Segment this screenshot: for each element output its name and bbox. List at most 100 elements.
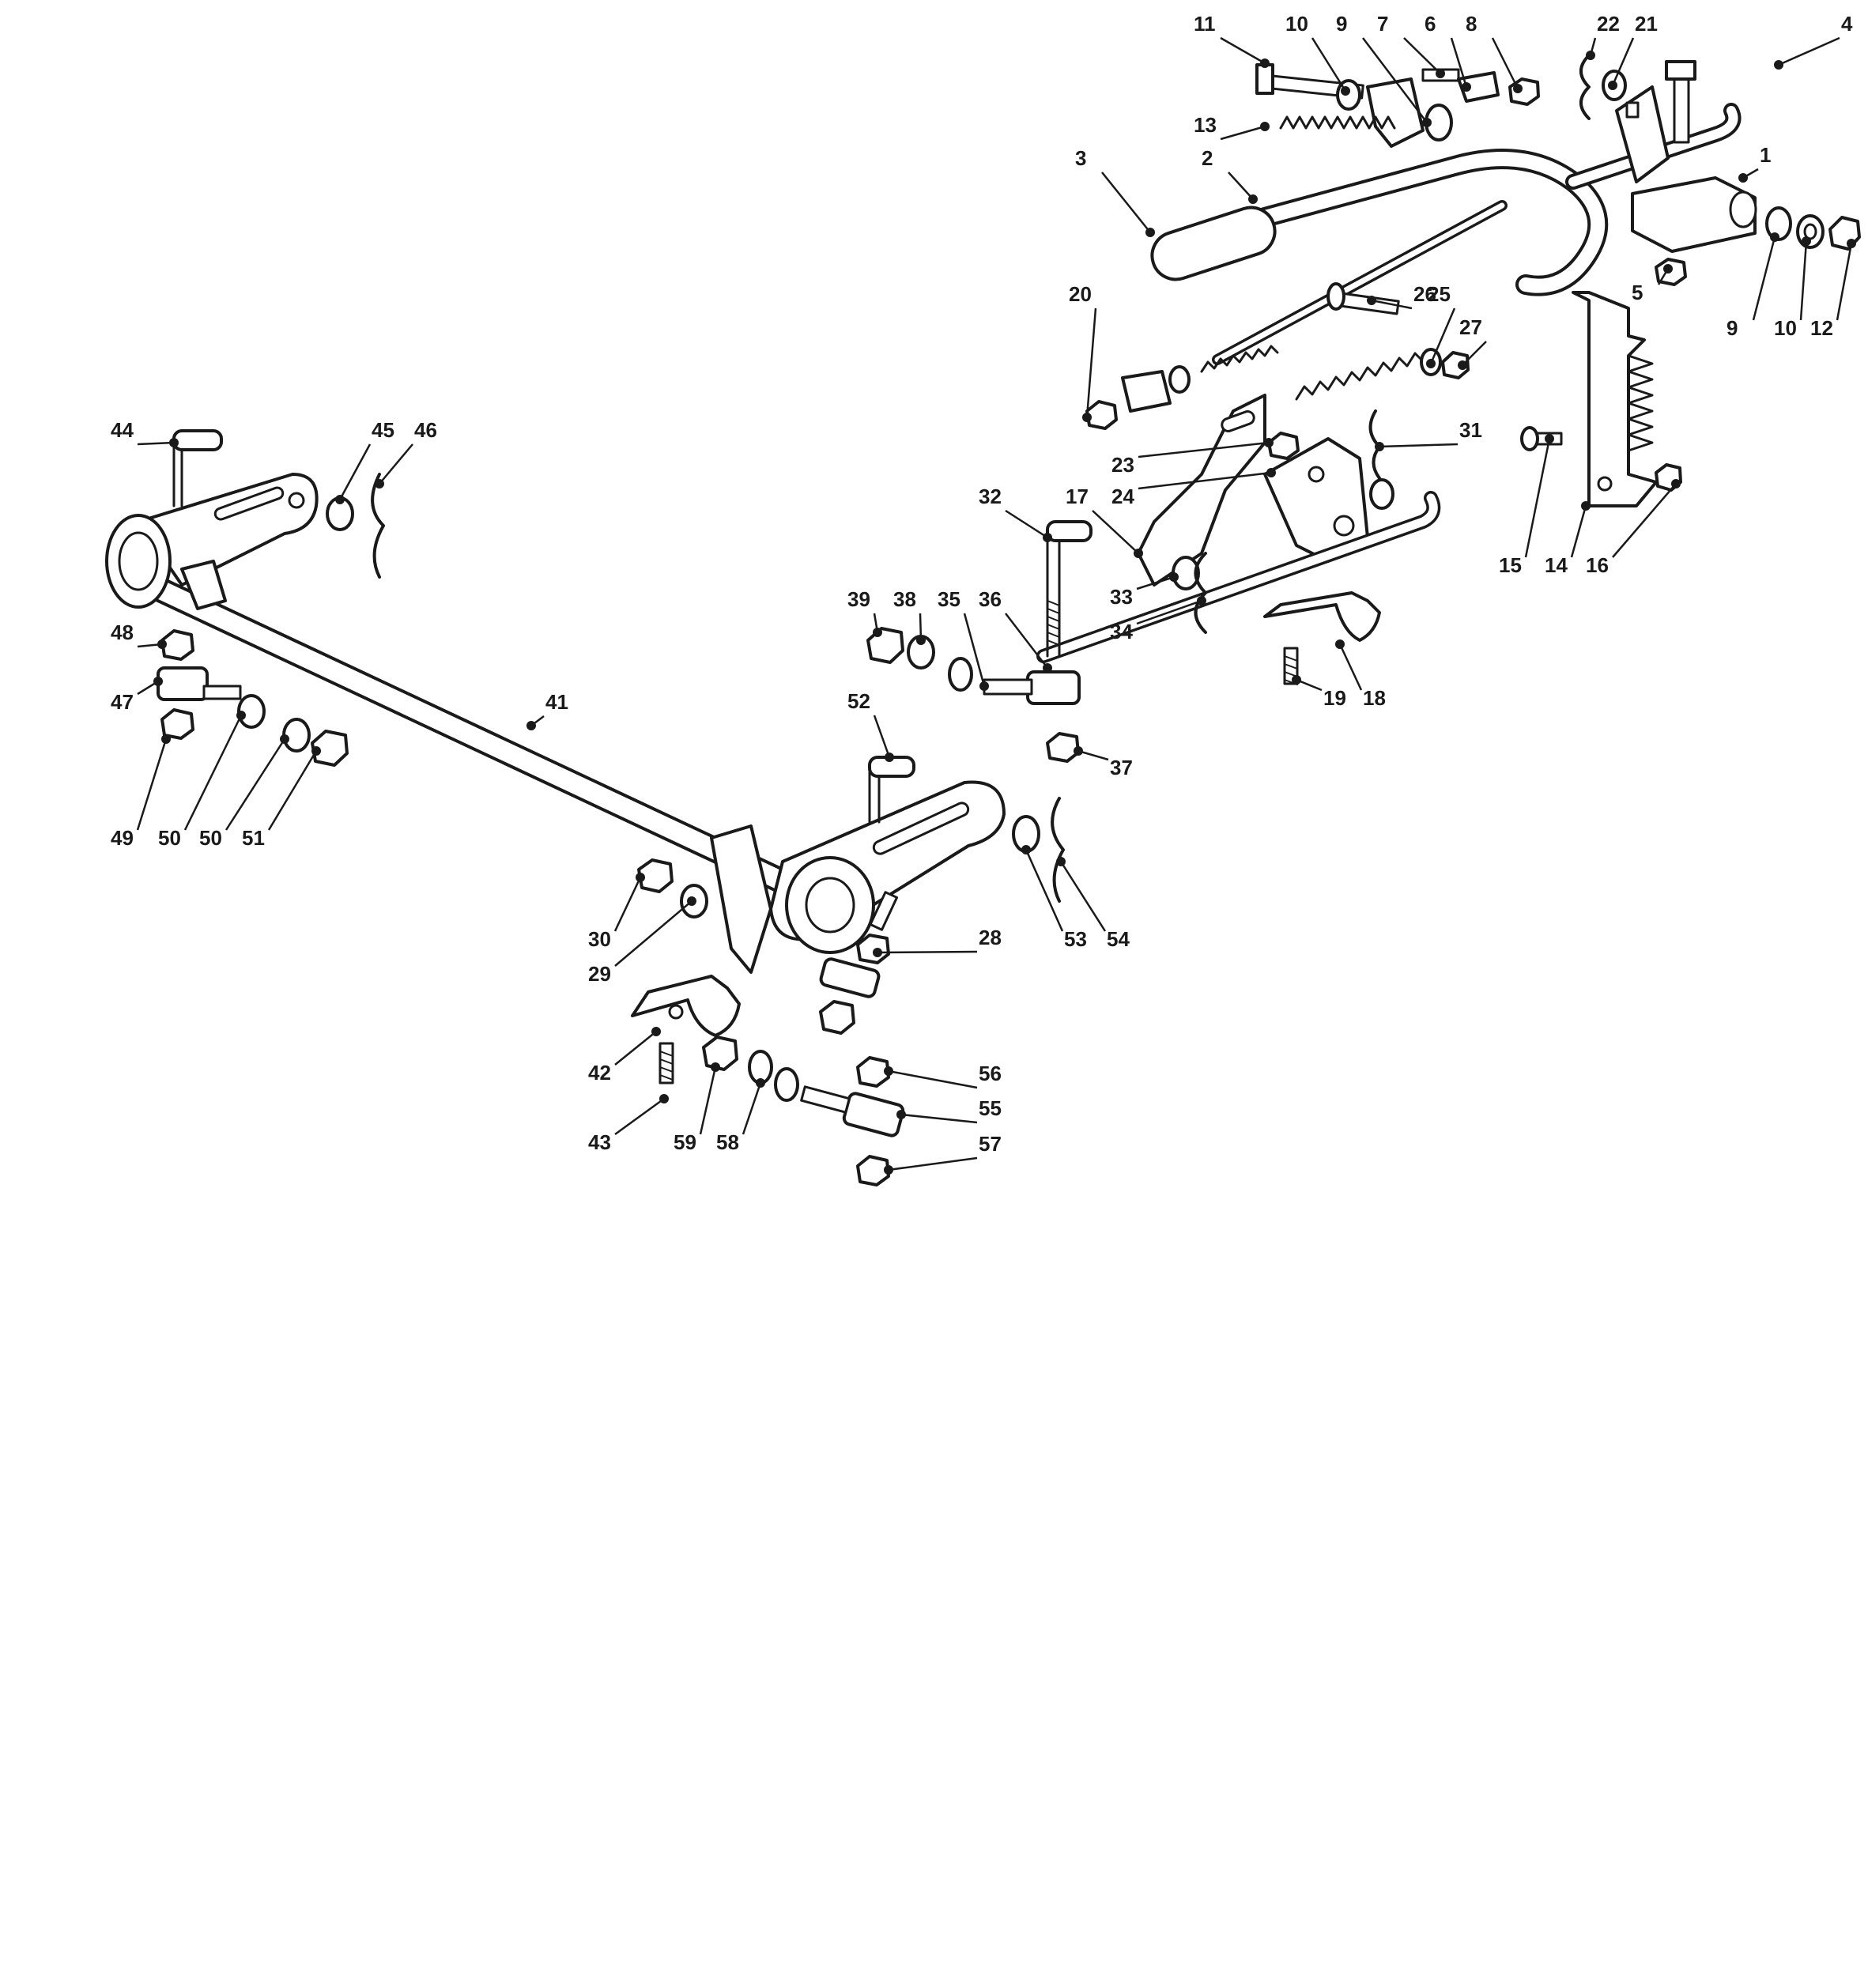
- callout-dot: [1169, 572, 1179, 582]
- callout-leader: [1799, 240, 1808, 321]
- callout-label: 30: [588, 927, 611, 951]
- callout-label: 43: [588, 1130, 611, 1154]
- callout-dot: [651, 1027, 661, 1036]
- clip-23: [1267, 432, 1300, 460]
- callout-leader: [1138, 471, 1272, 490]
- callout-label: 13: [1194, 113, 1217, 137]
- pin-32-thread: [1047, 600, 1060, 646]
- callout-label: 44: [111, 418, 134, 442]
- nut-27: [1441, 351, 1470, 379]
- callout-c41: 41: [526, 690, 568, 730]
- callout-label: 28: [979, 926, 1002, 949]
- callout-dot: [1341, 86, 1350, 96]
- callout-label: 1: [1760, 143, 1771, 167]
- bracket-plate-slot: [1625, 101, 1640, 119]
- screw-43-thread: [659, 1051, 674, 1081]
- callout-label: 45: [372, 418, 394, 442]
- pivot-bracket-hole: [1729, 191, 1757, 228]
- callout-c13: 13: [1194, 113, 1270, 141]
- swivel-55: [842, 1092, 905, 1137]
- washer-50b: [282, 718, 311, 753]
- callout-c18: 18: [1335, 639, 1386, 710]
- callout-dot: [916, 636, 926, 645]
- callout-dot: [873, 948, 882, 957]
- callout-c49: 49: [111, 734, 171, 850]
- left-arm-slot: [213, 486, 285, 521]
- callout-c35: 35: [938, 587, 989, 691]
- callout-dot: [1043, 533, 1052, 542]
- callout-leader: [888, 1156, 978, 1171]
- callout-c25: 25: [1426, 282, 1456, 368]
- callout-c15: 15: [1499, 434, 1554, 577]
- callout-dot: [236, 711, 246, 720]
- callout-label: 27: [1459, 315, 1482, 339]
- callout-leader: [1092, 510, 1139, 554]
- callout-leader: [614, 1031, 657, 1066]
- center-saddle: [710, 824, 772, 974]
- bolt-28-body: [819, 957, 881, 998]
- callout-c14: 14: [1545, 501, 1591, 577]
- callout-dot: [526, 721, 536, 730]
- callout-leader: [137, 441, 175, 446]
- callout-dot: [1802, 236, 1811, 246]
- callout-label: 50: [158, 826, 181, 850]
- nut-48: [160, 629, 194, 661]
- nut-56: [856, 1056, 890, 1088]
- callout-c9b: 9: [1726, 232, 1779, 340]
- spring-25: [1295, 352, 1425, 401]
- shaft-assembly: [105, 429, 1092, 1186]
- callout-leader: [1005, 613, 1048, 669]
- callout-c50b: 50: [199, 734, 289, 850]
- callout-leader: [742, 1082, 762, 1135]
- callout-leader: [1570, 505, 1587, 558]
- callout-dot: [1021, 845, 1031, 854]
- bolt-26-head: [1326, 282, 1345, 311]
- callout-c16: 16: [1586, 479, 1681, 577]
- callout-dot: [1375, 442, 1384, 451]
- callout-c23: 23: [1111, 438, 1274, 477]
- nut-49: [160, 708, 194, 740]
- callout-c2: 2: [1202, 146, 1258, 204]
- callout-leader: [1371, 299, 1413, 310]
- callout-leader: [1220, 36, 1266, 65]
- screw-47: [202, 685, 242, 700]
- clamp-18: [1263, 591, 1381, 642]
- callout-dot: [1774, 60, 1783, 70]
- callout-dot: [1074, 746, 1083, 756]
- callout-dot: [1134, 549, 1143, 558]
- right-arm-slot: [872, 802, 970, 855]
- callout-c29: 29: [588, 896, 696, 986]
- callout-label: 56: [979, 1062, 1002, 1085]
- callout-dot: [1513, 84, 1523, 93]
- callout-label: 5: [1632, 281, 1643, 304]
- callout-leader: [1136, 599, 1202, 625]
- callout-leader: [614, 900, 692, 967]
- callout-c12: 12: [1810, 239, 1856, 340]
- callout-dot: [1458, 360, 1467, 370]
- callout-dot: [1608, 81, 1617, 90]
- callout-label: 51: [242, 826, 265, 850]
- callout-c6: 6: [1425, 12, 1471, 92]
- callout-dot: [1663, 264, 1673, 273]
- swivel-20: [1121, 370, 1172, 413]
- callout-dot: [687, 896, 696, 906]
- callout-dot: [280, 734, 289, 744]
- callout-label: 7: [1377, 12, 1388, 36]
- callout-label: 54: [1107, 927, 1130, 951]
- callout-label: 4: [1841, 12, 1853, 36]
- callout-c8: 8: [1466, 12, 1523, 93]
- detent-plate-14: [1572, 291, 1658, 507]
- callout-leader: [1220, 125, 1266, 141]
- callout-leader: [1338, 643, 1363, 691]
- callout-label: 6: [1425, 12, 1436, 36]
- callout-c51: 51: [242, 746, 321, 850]
- callout-c44: 44: [111, 418, 179, 447]
- callout-c52: 52: [847, 689, 894, 762]
- callout-c1: 1: [1738, 143, 1771, 183]
- callout-leader: [1362, 37, 1428, 123]
- callout-dot: [711, 1062, 720, 1072]
- callout-label: 35: [938, 587, 960, 611]
- callout-label: 52: [847, 689, 870, 713]
- callout-c32: 32: [979, 485, 1052, 542]
